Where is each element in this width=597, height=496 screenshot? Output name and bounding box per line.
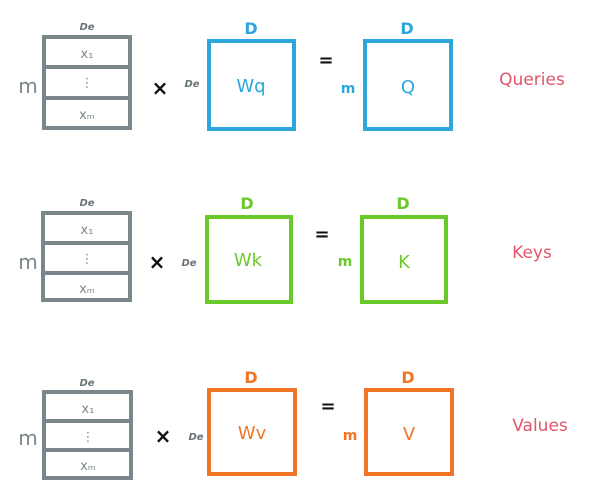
input-row-ellipsis: ⋮ xyxy=(81,76,94,91)
input-matrix-frame xyxy=(41,211,132,302)
weight-matrix-frame xyxy=(207,388,297,476)
input-row-last: xₘ xyxy=(79,108,95,123)
weight-matrix-values: D De Wv xyxy=(188,368,297,476)
input-row-first: x₁ xyxy=(81,223,94,238)
queries-row: De m x₁ ⋮ xₘ × D De Wq = D m Q Queries xyxy=(18,19,565,131)
row-name-keys: Keys xyxy=(512,243,552,263)
weight-width-label: D xyxy=(244,19,257,38)
result-matrix-label: V xyxy=(403,424,416,445)
input-height-label: m xyxy=(18,426,37,450)
input-row-last: xₘ xyxy=(80,459,96,474)
result-height-label: m xyxy=(343,428,358,444)
result-matrix-values: D m V xyxy=(343,368,454,476)
input-row-first: x₁ xyxy=(82,402,95,417)
result-matrix-frame xyxy=(363,39,453,131)
result-width-label: D xyxy=(401,368,414,387)
input-width-label: De xyxy=(79,198,94,209)
result-matrix-queries: D m Q xyxy=(341,19,453,131)
input-width-label: De xyxy=(79,378,94,389)
weight-height-label: De xyxy=(181,258,196,269)
weight-width-label: D xyxy=(244,368,257,387)
weight-width-label: D xyxy=(240,194,253,213)
input-width-label: De xyxy=(79,22,94,33)
result-width-label: D xyxy=(396,194,409,213)
result-height-label: m xyxy=(341,81,356,97)
weight-matrix-label: Wv xyxy=(238,423,267,444)
result-matrix-frame xyxy=(360,215,448,304)
input-row-ellipsis: ⋮ xyxy=(82,430,95,445)
weight-matrix-label: Wq xyxy=(236,76,265,97)
result-matrix-frame xyxy=(364,388,454,476)
weight-height-label: De xyxy=(188,432,203,443)
weight-matrix-frame xyxy=(207,39,296,131)
multiply-operator: × xyxy=(149,250,166,274)
row-name-queries: Queries xyxy=(499,70,565,90)
weight-matrix-queries: D De Wq xyxy=(184,19,296,131)
input-matrix-frame xyxy=(42,390,133,480)
input-height-label: m xyxy=(18,74,37,98)
equals-operator: = xyxy=(318,50,333,71)
result-matrix-keys: D m K xyxy=(338,194,448,304)
result-width-label: D xyxy=(400,19,413,38)
input-row-last: xₘ xyxy=(79,282,95,297)
input-height-label: m xyxy=(18,250,37,274)
weight-matrix-frame xyxy=(205,215,293,304)
result-matrix-label: Q xyxy=(401,77,415,98)
input-matrix-keys: De m x₁ ⋮ xₘ xyxy=(18,198,132,302)
weight-matrix-keys: D De Wk xyxy=(181,194,293,304)
weight-height-label: De xyxy=(184,79,199,90)
values-row: De m x₁ ⋮ xₘ × D De Wv = D m V Values xyxy=(18,368,568,480)
input-row-ellipsis: ⋮ xyxy=(81,252,94,267)
row-name-values: Values xyxy=(512,416,568,436)
equals-operator: = xyxy=(314,224,329,245)
result-matrix-label: K xyxy=(398,252,411,273)
weight-matrix-label: Wk xyxy=(234,250,263,271)
keys-row: De m x₁ ⋮ xₘ × D De Wk = D m K Keys xyxy=(18,194,552,304)
input-row-first: x₁ xyxy=(81,47,94,62)
multiply-operator: × xyxy=(155,424,172,448)
result-height-label: m xyxy=(338,254,353,270)
equals-operator: = xyxy=(320,396,335,417)
input-matrix-frame xyxy=(42,35,132,130)
multiply-operator: × xyxy=(152,76,169,100)
input-matrix-queries: De m x₁ ⋮ xₘ xyxy=(18,22,132,130)
input-matrix-values: De m x₁ ⋮ xₘ xyxy=(18,378,133,480)
